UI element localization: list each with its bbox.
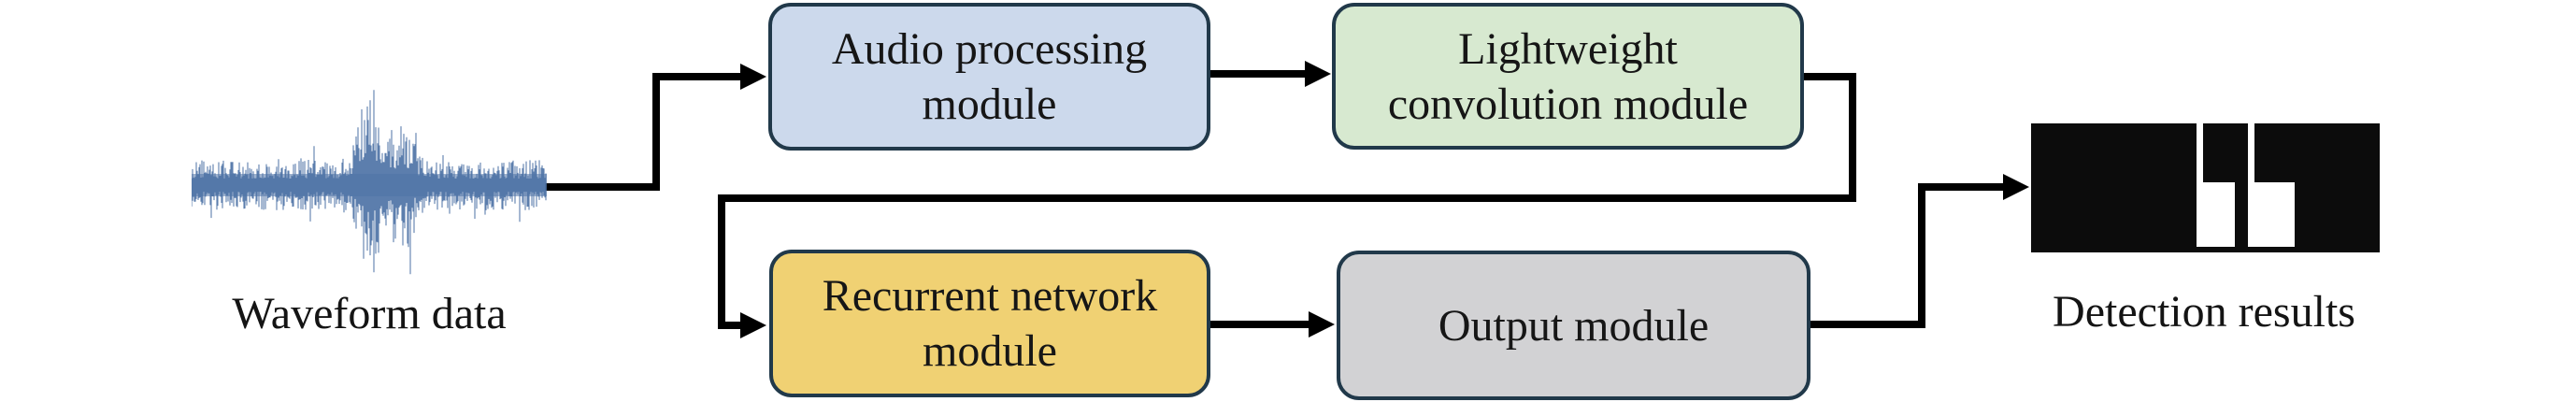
arrowhead-into-output: [1309, 311, 1335, 337]
detection-results-graphic: [2031, 123, 2380, 252]
arrowhead-into-recurrent: [740, 312, 766, 338]
detection-feature: [2197, 182, 2236, 248]
node-output-module: Output module: [1337, 251, 1810, 400]
arrowhead-into-detection: [2003, 174, 2029, 200]
node-label-line: convolution module: [1387, 79, 1749, 129]
node-label-line: Recurrent network: [822, 271, 1158, 321]
detection-label: Detection results: [2053, 287, 2355, 337]
node-label-line: module: [923, 326, 1057, 376]
waveform-graphic: [192, 90, 547, 275]
node-label-line: module: [922, 79, 1057, 129]
waveform-label: Waveform data: [232, 289, 507, 338]
arrow-conv-to-recurrent-line: [718, 73, 1856, 329]
node-label-line: Output module: [1438, 300, 1710, 351]
arrowhead-into-conv: [1305, 61, 1331, 87]
node-audio-processing-module: Audio processing module: [768, 3, 1210, 151]
arrow-waveform-to-audio-line: [545, 73, 743, 191]
arrow-output-to-detection-line: [1810, 183, 2006, 328]
node-lightweight-convolution-module: Lightweight convolution module: [1332, 3, 1804, 150]
node-label-line: Lightweight: [1458, 23, 1678, 74]
detection-feature: [2248, 182, 2295, 248]
node-recurrent-network-module: Recurrent network module: [769, 250, 1210, 397]
node-label-line: Audio processing: [831, 24, 1148, 74]
detection-feature: [2197, 123, 2204, 183]
arrowhead-into-audio: [740, 64, 766, 90]
detection-feature: [2248, 123, 2255, 183]
